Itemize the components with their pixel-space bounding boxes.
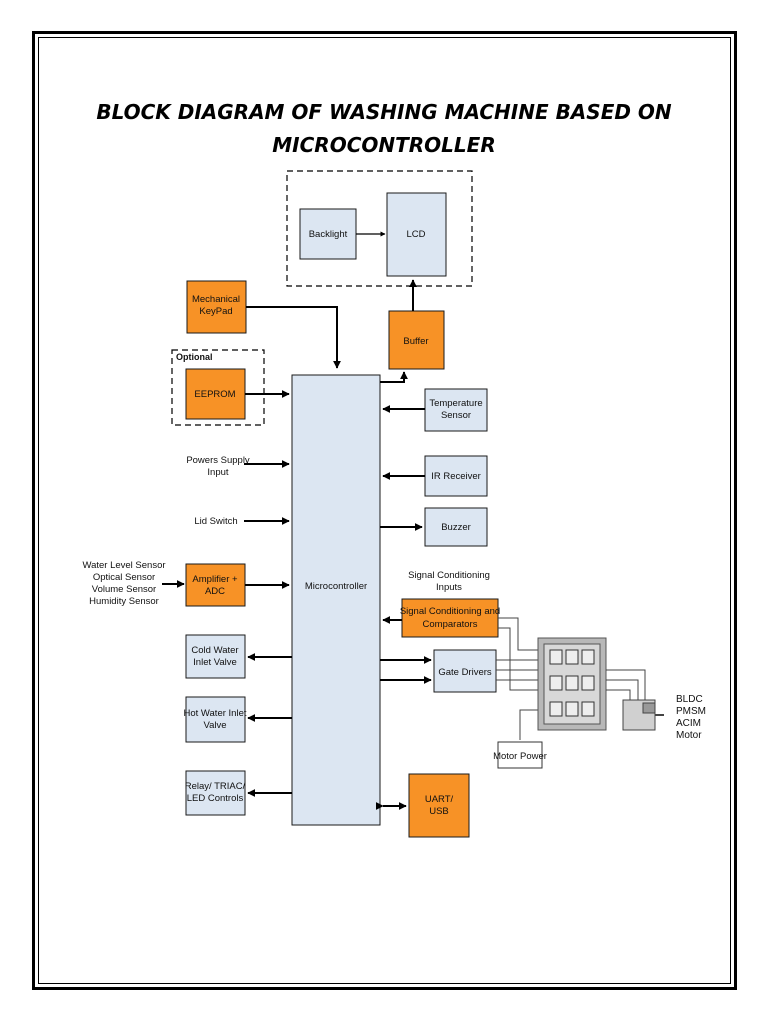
gate-drivers-label: Gate Drivers [438, 667, 492, 678]
motor-icon [622, 699, 664, 731]
keypad-label-1: Mechanical [192, 294, 240, 305]
signal-inputs-label-2: Inputs [436, 582, 462, 593]
cold-water-label-2: Inlet Valve [193, 657, 237, 668]
page-border-inner [38, 37, 731, 984]
mcu-to-buffer-arrow [380, 371, 408, 383]
backlight-label: Backlight [309, 229, 348, 240]
hot-water-label-1: Hot Water Inlet [183, 708, 246, 719]
relay-controls-block [185, 770, 246, 816]
signal-inputs-label-1: Signal Conditioning [408, 570, 490, 581]
keypad-label-2: KeyPad [199, 306, 232, 317]
amplifier-adc-block [185, 563, 246, 607]
microcontroller-label: Microcontroller [305, 581, 367, 592]
amplifier-label-2: ADC [205, 586, 225, 597]
motor-label-pmsm: PMSM [676, 706, 706, 717]
motor-label-acim: ACIM [676, 718, 701, 729]
temperature-sensor-block [424, 388, 488, 432]
buffer-block [388, 310, 445, 370]
optional-label: Optional [176, 352, 213, 362]
diagram-title-line-2: MICROCONTROLLER [272, 133, 496, 157]
buzzer-block [424, 507, 488, 547]
signal-conditioning-block [401, 598, 499, 638]
temperature-label-1: Temperature [429, 398, 482, 409]
lid-switch-label: Lid Switch [194, 516, 237, 527]
ir-receiver-label: IR Receiver [431, 471, 481, 482]
relay-label-1: Relay/ TRIAC/ [185, 781, 246, 792]
diagram-title-line-1: BLOCK DIAGRAM OF WASHING MACHINE BASED O… [96, 100, 672, 124]
sensor-label-optical: Optical Sensor [93, 572, 155, 583]
signal-conditioning-label-2: Comparators [423, 619, 478, 630]
display-group-outline [286, 170, 473, 287]
motor-wire-3 [606, 689, 631, 700]
hot-water-valve-block [185, 696, 246, 743]
uart-label-1: UART/ [425, 794, 454, 805]
feedback-wire-2 [498, 627, 545, 691]
sensor-label-water-level: Water Level Sensor [82, 560, 165, 571]
motor-wire-1 [606, 669, 646, 700]
power-supply-label-1: Powers Supply [186, 455, 250, 466]
keypad-to-mcu-arrow [246, 306, 341, 369]
gate-drivers-block [433, 649, 497, 693]
uart-label-2: USB [429, 806, 449, 817]
sensor-label-humidity: Humidity Sensor [89, 596, 159, 607]
lcd-block [386, 192, 447, 277]
uart-usb-block [408, 773, 470, 838]
cold-water-label-1: Cold Water [191, 645, 238, 656]
eeprom-label: EEPROM [194, 389, 235, 400]
motor-power-label: Motor Power [493, 751, 547, 762]
feedback-wire-1 [498, 617, 545, 651]
hot-water-label-2: Valve [203, 720, 226, 731]
motor-power-wire [519, 709, 545, 740]
buzzer-label: Buzzer [441, 522, 471, 533]
igbt-switch-grid [549, 649, 595, 717]
buffer-label: Buffer [403, 336, 428, 347]
sensor-label-volume: Volume Sensor [92, 584, 156, 595]
amplifier-label-1: Amplifier + [192, 574, 238, 585]
motor-power-block [497, 741, 543, 769]
cold-water-valve-block [185, 634, 246, 679]
motor-wire-2 [606, 679, 639, 700]
microcontroller-block [291, 374, 381, 826]
motor-label-motor: Motor [676, 730, 702, 741]
relay-label-2: LED Controls [187, 793, 244, 804]
page-border-outer [32, 31, 737, 990]
power-supply-label-2: Input [207, 467, 228, 478]
signal-conditioning-label-1: Signal Conditioning and [400, 606, 500, 617]
optional-group-outline [171, 349, 265, 426]
temperature-label-2: Sensor [441, 410, 471, 421]
motor-label-bldc: BLDC [676, 694, 703, 705]
lcd-label: LCD [406, 229, 425, 240]
